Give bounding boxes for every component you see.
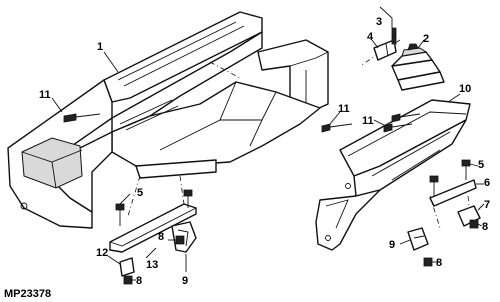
callout-1: 1 xyxy=(97,41,103,53)
side-rail-fender-part-10 xyxy=(315,99,471,251)
callout-8-d: 8 xyxy=(436,257,442,269)
alignment-line xyxy=(127,175,187,219)
callout-11-left: 11 xyxy=(39,89,51,101)
alignment-line xyxy=(209,61,241,79)
callout-13: 13 xyxy=(146,259,158,271)
callout-5-left: 5 xyxy=(137,187,143,199)
bracket-assembly-right xyxy=(407,179,481,251)
fasteners xyxy=(63,113,479,285)
callout-6: 6 xyxy=(484,177,490,189)
callout-2: 2 xyxy=(423,33,429,45)
callout-8-c: 8 xyxy=(482,221,488,233)
callout-12: 12 xyxy=(96,247,108,259)
callout-9-left: 9 xyxy=(182,275,188,287)
fender-shell-part-1 xyxy=(7,11,329,229)
figure-code: MP23378 xyxy=(4,288,51,300)
bellows-boot-part-2 xyxy=(391,43,445,91)
callout-8-b: 8 xyxy=(136,275,142,287)
callout-10: 10 xyxy=(459,83,471,95)
callout-11-center: 11 xyxy=(338,103,350,115)
bracket-assembly-left xyxy=(109,203,197,277)
callout-9-right: 9 xyxy=(389,239,395,251)
callout-3: 3 xyxy=(376,16,382,28)
alignment-line xyxy=(359,39,401,67)
callout-labels: 1 2 3 4 5 5 6 7 8 8 8 8 9 9 10 11 11 11 … xyxy=(39,16,490,287)
pin-and-bracket-parts-3-4 xyxy=(373,27,397,61)
callout-7: 7 xyxy=(484,199,490,211)
callout-5-right: 5 xyxy=(478,159,484,171)
callout-11-right: 11 xyxy=(362,115,374,127)
leader-lines xyxy=(51,6,485,281)
callout-8-a: 8 xyxy=(158,231,164,243)
callout-4: 4 xyxy=(367,31,374,43)
